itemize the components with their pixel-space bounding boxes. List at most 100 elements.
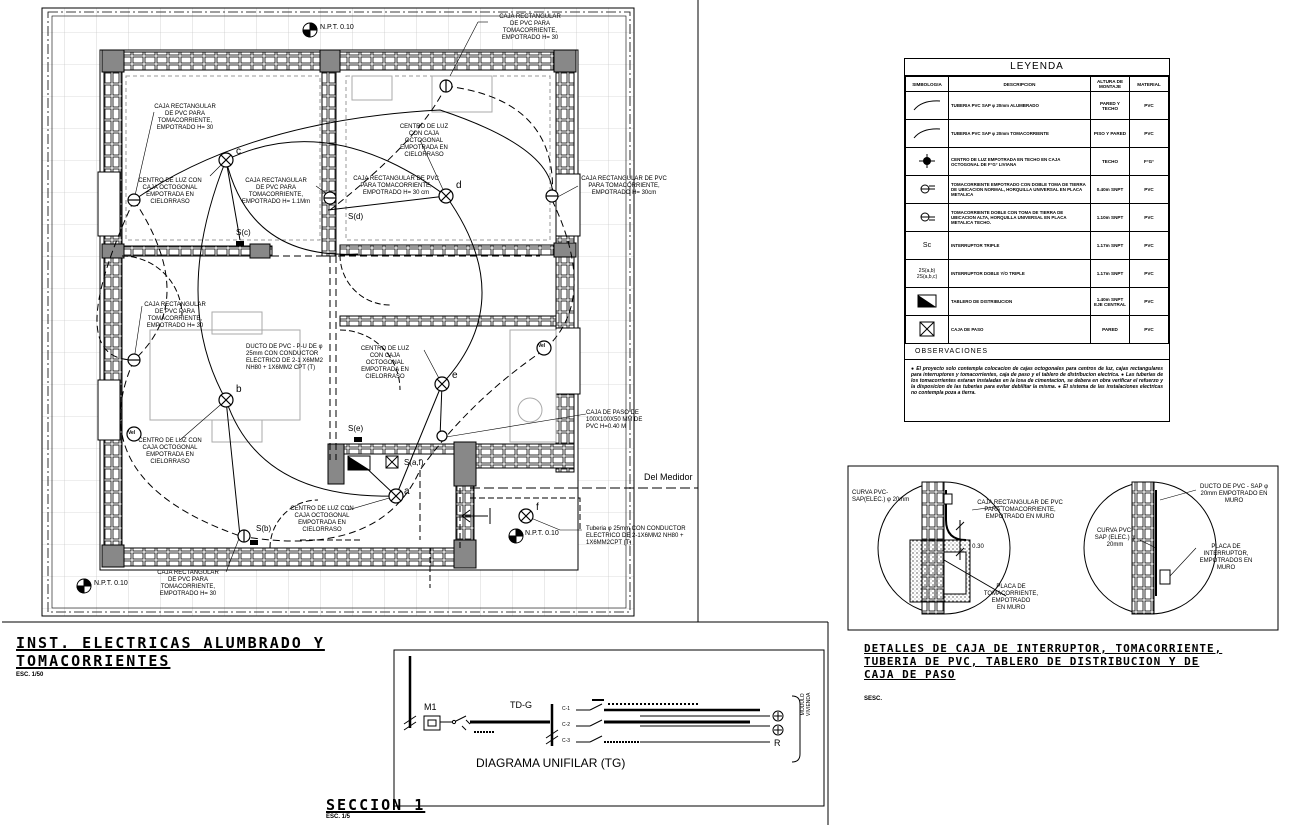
fixture-letter-d: d bbox=[456, 180, 462, 191]
details-scale: SESC. bbox=[864, 696, 883, 702]
double-switch-symbol: 2S(a,b) 2S(a,b,c) bbox=[905, 259, 949, 288]
switch-label-sc: S(c) bbox=[236, 228, 251, 237]
legend-mat: PVC bbox=[1129, 175, 1169, 204]
fixture-letter-a: a bbox=[404, 486, 410, 497]
del-medidor-label: Del Medidor bbox=[644, 472, 693, 482]
note-caja-top: CAJA RECTANGULAR DE PVC PARA TOMACORRIEN… bbox=[499, 14, 561, 41]
diagram-tdg-label: TD-G bbox=[510, 700, 532, 710]
legend-row: TOMACORRIENTE EMPOTRADO CON DOBLE TOMA D… bbox=[905, 175, 1169, 204]
note-centro-b: CENTRO DE LUZ CON CAJA OCTOGONAL EMPOTRA… bbox=[138, 438, 202, 465]
legend-alt: 1.17m SNPT bbox=[1090, 259, 1130, 288]
legend-alt: 1.17m SNPT bbox=[1090, 231, 1130, 260]
switch-label-sa: S(a,f) bbox=[404, 458, 424, 467]
legend-title: LEYENDA bbox=[905, 59, 1169, 76]
floor-plan bbox=[41, 7, 698, 617]
legend-desc: TUBERIA PVC SAP φ 20mm TOMACORRIENTE bbox=[948, 119, 1091, 148]
legend-desc: CENTRO DE LUZ EMPOTRADA EN TECHO EN CAJA… bbox=[948, 147, 1091, 176]
diagram-c2-label: C-2 bbox=[562, 722, 571, 728]
legend-mat: PVC bbox=[1129, 231, 1169, 260]
legend-header-mat: MATERIAL bbox=[1129, 76, 1169, 92]
note-centro-a: CENTRO DE LUZ CON CAJA OCTOGONAL EMPOTRA… bbox=[290, 506, 354, 533]
diagram-c1-label: C-1 bbox=[562, 706, 571, 712]
legend-panel: LEYENDA SIMBOLOGIA DESCRIPCION ALTURA DE… bbox=[904, 58, 1170, 422]
switch-label-se: S(e) bbox=[348, 424, 364, 433]
detail-placa-int: PLACA DE INTERRUPTOR, EMPOTRADOS EN MURO bbox=[1199, 544, 1253, 571]
panel-board-symbol-icon bbox=[905, 287, 949, 316]
legend-row: CENTRO DE LUZ EMPOTRADA EN TECHO EN CAJA… bbox=[905, 147, 1169, 176]
note-caja-paso: CAJA DE PASO DE 100X100X50 MM DE PVC H=0… bbox=[586, 410, 643, 430]
legend-desc: TUBERIA PVC SAP φ 20mm ALUMBRADO bbox=[948, 91, 1091, 120]
triple-switch-symbol: Sc bbox=[905, 231, 949, 260]
fixture-letter-c: c bbox=[236, 146, 241, 157]
legend-mat: PVC bbox=[1129, 91, 1169, 120]
legend-mat: PVC bbox=[1129, 287, 1169, 316]
fixture-letter-b: b bbox=[236, 384, 242, 395]
diagram-c3-label: C-3 bbox=[562, 738, 571, 744]
note-centro-d: CENTRO DE LUZ CON CAJA OCTOGONAL EMPOTRA… bbox=[399, 124, 449, 158]
legend-header-desc: DESCRIPCION bbox=[948, 76, 1091, 92]
note-caja-right: CAJA RECTANGULAR DE PVC PARA TOMACORRIEN… bbox=[581, 176, 667, 196]
legend-desc: TABLERO DE DISTRIBUCION bbox=[948, 287, 1091, 316]
junction-box-symbol-icon bbox=[905, 315, 949, 344]
high-outlet-symbol-icon bbox=[905, 203, 949, 232]
details-title: DETALLES DE CAJA DE INTERRUPTOR, TOMACOR… bbox=[864, 642, 1223, 681]
diagram-m1-label: M1 bbox=[424, 702, 437, 712]
legend-row: TUBERIA PVC SAP φ 20mm ALUMBRADO PARED Y… bbox=[905, 91, 1169, 120]
detail-curva-right: CURVA PVC- SAP (ELEC.) φ 20mm bbox=[1094, 528, 1136, 548]
switch-label-sb: S(b) bbox=[256, 524, 272, 533]
legend-header-alt: ALTURA DE MONTAJE bbox=[1090, 76, 1130, 92]
legend-table: SIMBOLOGIA DESCRIPCION ALTURA DE MONTAJE… bbox=[905, 76, 1169, 344]
note-centro-e: CENTRO DE LUZ CON CAJA OCTOGONAL EMPOTRA… bbox=[360, 346, 410, 380]
note-tuberia: Tuberia φ 25mm CON CONDUCTOR ELECTRICO D… bbox=[586, 526, 686, 546]
npt-right-label: N.P.T. 0.10 bbox=[525, 530, 559, 537]
note-ducto: DUCTO DE PVC - P-U DE φ 25mm CON CONDUCT… bbox=[246, 344, 324, 371]
diagram-side-label: MODULO VIVIENDA bbox=[800, 692, 812, 716]
legend-mat: PVC bbox=[1129, 119, 1169, 148]
fixture-letter-f: f bbox=[536, 502, 539, 513]
note-caja-left-top: CAJA RECTANGULAR DE PVC PARA TOMACORRIEN… bbox=[154, 104, 216, 131]
legend-mat: PVC bbox=[1129, 203, 1169, 232]
legend-desc: TOMACORRIENTE EMPOTRADO CON DOBLE TOMA D… bbox=[948, 175, 1091, 204]
vel-label-right: Vel bbox=[538, 343, 546, 349]
detail-caja-rect: CAJA RECTANGULAR DE PVC PARA TOMACORRIEN… bbox=[977, 500, 1063, 520]
legend-row: TABLERO DE DISTRIBUCION 1.40m SNPT EJE C… bbox=[905, 287, 1169, 316]
legend-alt: PARED bbox=[1090, 315, 1130, 344]
legend-header-row: SIMBOLOGIA DESCRIPCION ALTURA DE MONTAJE… bbox=[905, 76, 1169, 92]
detail-curva-left: CURVA PVC- SAP(ELEC.) φ 20mm bbox=[852, 490, 910, 503]
section-scale: ESC. 1/5 bbox=[326, 814, 351, 820]
details-drawing bbox=[847, 465, 1279, 631]
legend-header-sym: SIMBOLOGIA bbox=[905, 76, 949, 92]
legend-row: CAJA DE PASO PARED PVC bbox=[905, 315, 1169, 344]
outlet-symbol-icon bbox=[905, 175, 949, 204]
observations-text: ● El proyecto solo contempla colocacion … bbox=[911, 366, 1163, 396]
unifilar-diagram bbox=[393, 649, 825, 807]
observations-title: OBSERVACIONES bbox=[905, 344, 1169, 360]
note-caja-bottom: CAJA RECTANGULAR DE PVC PARA TOMACORRIEN… bbox=[157, 570, 219, 597]
npt-top-label: N.P.T. 0.10 bbox=[320, 24, 354, 31]
ceiling-light-symbol-icon bbox=[905, 147, 949, 176]
legend-row: Sc INTERRUPTOR TRIPLE 1.17m SNPT PVC bbox=[905, 231, 1169, 260]
legend-desc: INTERRUPTOR TRIPLE bbox=[948, 231, 1091, 260]
note-caja-d: CAJA RECTANGULAR DE PVC PARA TOMACORRIEN… bbox=[353, 176, 439, 196]
legend-alt: TECHO bbox=[1090, 147, 1130, 176]
note-caja-mid: CAJA RECTANGULAR DE PVC PARA TOMACORRIEN… bbox=[241, 178, 311, 205]
legend-mat: F°G° bbox=[1129, 147, 1169, 176]
legend-row: TOMACORRIENTE DOBLE CON TOMA DE TIERRA D… bbox=[905, 203, 1169, 232]
vel-label-left: Vel bbox=[128, 430, 136, 436]
legend-row: 2S(a,b) 2S(a,b,c) INTERRUPTOR DOBLE Y/O … bbox=[905, 259, 1169, 288]
pipe-light-symbol-icon bbox=[905, 91, 949, 120]
legend-desc: INTERRUPTOR DOBLE Y/O TRIPLE bbox=[948, 259, 1091, 288]
section-title: SECCION 1 bbox=[326, 796, 426, 814]
legend-mat: PVC bbox=[1129, 315, 1169, 344]
legend-desc: CAJA DE PASO bbox=[948, 315, 1091, 344]
legend-alt: 0.40m SNPT bbox=[1090, 175, 1130, 204]
legend-alt: PARED Y TECHO bbox=[1090, 91, 1130, 120]
legend-desc: TOMACORRIENTE DOBLE CON TOMA DE TIERRA D… bbox=[948, 203, 1091, 232]
pipe-outlet-symbol-icon bbox=[905, 119, 949, 148]
main-title-scale: ESC. 1/50 bbox=[16, 672, 44, 678]
legend-mat: PVC bbox=[1129, 259, 1169, 288]
detail-placa-toma: PLACA DE TOMACORRIENTE, EMPOTRADO EN MUR… bbox=[983, 584, 1039, 611]
note-caja-left-mid: CAJA RECTANGULAR DE PVC PARA TOMACORRIEN… bbox=[144, 302, 206, 329]
legend-row: TUBERIA PVC SAP φ 20mm TOMACORRIENTE PIS… bbox=[905, 119, 1169, 148]
